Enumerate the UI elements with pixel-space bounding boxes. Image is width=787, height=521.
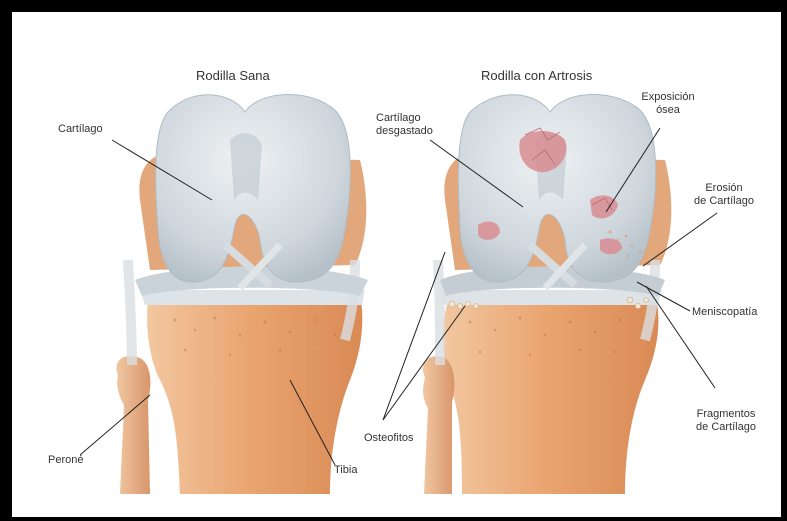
label-peroneal: Peroné [48,454,83,467]
tibia-bone-left [147,295,362,494]
label-cartilage-fragments: Fragmentos de Cartílago [683,408,769,434]
label-bone-exposure-line2: ósea [638,104,698,117]
label-cartilage-erosion: Erosión de Cartílago [684,182,764,208]
label-osteophytes: Osteofitos [364,432,414,445]
label-cartilage-erosion-line2: de Cartílago [684,195,764,208]
fibula-bone-left [117,356,151,494]
label-tibia: Tibia [334,464,357,477]
arthritic-knee [423,94,671,494]
title-arthritic-knee: Rodilla con Artrosis [481,68,592,83]
title-healthy-knee: Rodilla Sana [196,68,270,83]
label-worn-cartilage-line2: desgastado [376,125,433,138]
label-worn-cartilage-line1: Cartílago [376,112,433,125]
label-bone-exposure: Exposición ósea [638,91,698,117]
label-cartilage-erosion-line1: Erosión [684,182,764,195]
healthy-knee [117,94,368,494]
label-bone-exposure-line1: Exposición [638,91,698,104]
label-cartilage: Cartílago [58,123,103,136]
label-cartilage-fragments-line1: Fragmentos [683,408,769,421]
label-worn-cartilage: Cartílago desgastado [376,112,433,138]
fibula-bone-right [423,356,454,494]
label-meniscopathy: Meniscopatía [692,306,757,319]
tibia-bone-right [443,295,659,494]
label-cartilage-fragments-line2: de Cartílago [683,421,769,434]
